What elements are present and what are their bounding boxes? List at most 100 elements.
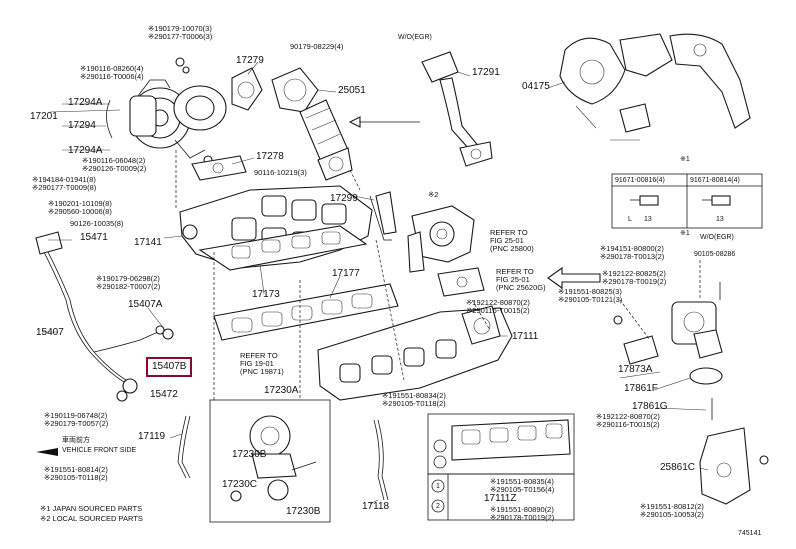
note-90126-10035: 90126-10035(8) [70,219,124,228]
kit-circle-1: 1 [436,483,440,490]
note-90116-06048: ※190116-06048(2) [82,156,146,165]
note-90105-t0118-a: ※290105-T0118(2) [382,399,446,408]
label-25051: 25051 [338,85,366,96]
label-17291: 17291 [472,67,500,78]
refer-19871-line1[interactable]: REFER TO [240,351,278,360]
label-15407a: 15407A [128,299,163,310]
label-17299: 17299 [330,193,358,204]
label-17141: 17141 [134,237,162,248]
label-15471: 15471 [80,232,108,243]
note-90116-t0015-a: ※290116-T0015(2) [466,306,530,315]
bracket-25861c-drawing [699,427,751,505]
refer-25800-line1[interactable]: REFER TO [490,228,528,237]
figure-number: 745141 [738,530,762,537]
table-length-value-1: 13 [644,216,652,223]
gasket-17177-drawing [213,283,399,341]
label-17111z: 17111Z [484,493,517,504]
label-17118: 17118 [362,501,390,512]
note-90178-t0019-b: ※290178-T0019(2) [490,513,555,522]
label-17201: 17201 [30,111,58,122]
vehicle-front-en: VEHICLE FRONT SIDE [62,447,137,454]
note-90178-t0013: ※290178-T0013(2) [600,252,665,261]
note-90179-08229: 90179-08229(4) [290,42,344,51]
note-90105-t0156: ※290105-T0156(4) [490,485,555,494]
label-17111: 17111 [512,331,539,342]
note-90177-t0006: ※290177-T0006(3) [148,32,213,41]
refer-25800-line2[interactable]: FIG 25-01 [490,236,524,245]
refer-25620g-line3[interactable]: (PNC 25620G) [496,283,546,292]
bolt-table-frame [611,173,763,229]
note-90116-t0015-b: ※290116-T0015(2) [596,420,660,429]
note-90105-t0121: ※290105-T0121(3) [558,295,623,304]
actuator-17230-drawing [230,415,317,502]
pipe-17118-drawing [373,419,385,501]
label-17294a-top: 17294A [68,97,103,108]
label-17278: 17278 [256,151,284,162]
label-90105-08286: 90105-08286 [694,251,736,258]
note-91551-80835: ※191551-80835(4) [490,477,554,486]
label-17279: 17279 [236,55,264,66]
refer-19871-line2[interactable]: FIG 19-01 [240,359,274,368]
note-local-x2: ※2 [428,190,439,199]
turbocharger-drawing [106,57,227,165]
label-17230c: 17230C [222,479,258,490]
selected-part-highlight[interactable] [146,357,192,377]
note-90201-10109: ※190201-10109(8) [48,199,112,208]
pipe-17291-drawing [421,51,493,167]
label-wo-egr-top: W/O(EGR) [398,34,432,41]
table-header-91671-00816: 91671-00816(4) [615,177,665,184]
label-17230b-2: 17230B [286,506,321,517]
note-91551-80825: ※191551-80825(3) [558,287,622,296]
note-92122-80825: ※192122-80825(2) [602,269,666,278]
legend-local-sourced: ※2 LOCAL SOURCED PARTS [40,514,143,523]
refer-25620g-line1[interactable]: REFER TO [496,267,534,276]
label-17873a: 17873A [618,364,653,375]
note-91551-80812: ※191551-80812(2) [640,502,704,511]
table-length-value-2: 13 [716,216,724,223]
egr-cooler-drawing [613,282,723,420]
note-90179-06298: ※190179-06298(2) [96,274,160,283]
note-91551-80814: ※191551-80814(2) [44,465,108,474]
note-90126-t0009: ※290126-T0009(2) [82,164,147,173]
note-90105-t0118-b: ※290105-T0118(2) [44,473,108,482]
label-17119: 17119 [138,431,166,442]
oil-pipe-15407-drawing [35,231,174,402]
subfigure-frame [209,399,331,523]
note-90119-06748: ※190119-06748(2) [44,411,108,420]
note-90116-t0006: ※290116-T0006(4) [80,72,144,81]
table-header-91671-80814: 91671-80814(4) [690,177,740,184]
note-91551-80834: ※191551-80834(2) [382,391,446,400]
kit-04175-drawing [559,33,751,141]
note-92122-80870-a: ※192122-80870(2) [466,298,530,307]
note-90179-t0057: ※290179-T0057(2) [44,419,109,428]
table-length-label: L [628,216,632,223]
gasket-17278-drawing [191,155,247,181]
gasket-kit-17111z-frame [427,413,575,521]
note-94184-01941: ※194184-01941(8) [32,175,96,184]
note-91551-80890: ※191551-80890(2) [490,505,554,514]
label-x1-mid: ※1 [680,230,690,237]
note-90177-t0009: ※290177-T0009(8) [32,183,97,192]
label-17177: 17177 [332,268,360,279]
egr-valve-drawing [369,191,485,297]
note-90116-10219: 90116-10219(3) [254,168,307,177]
label-25861c: 25861C [660,462,696,473]
label-17861f: 17861F [624,383,658,394]
refer-25620g-line2[interactable]: FIG 25-01 [496,275,530,284]
label-x1-top: ※1 [680,156,690,163]
label-15407: 15407 [36,327,64,338]
vehicle-front-jp: 車両前方 [62,437,90,444]
label-15472: 15472 [150,389,178,400]
note-90116-08260: ※190116-08260(4) [80,64,144,73]
converter-25051-drawing [271,67,353,181]
label-04175: 04175 [522,81,550,92]
hose-17119-drawing [177,415,187,479]
note-90560-10006: ※290560-10006(8) [48,207,112,216]
refer-25800-line3[interactable]: (PNC 25800) [490,244,534,253]
manifold-17111-drawing [317,305,513,401]
note-90105-10053: ※290105-10053(2) [640,510,704,519]
label-wo-egr-right: W/O(EGR) [700,234,734,241]
refer-19871-line3[interactable]: (PNC 19871) [240,367,284,376]
note-90179-10070: ※190179-10070(3) [148,24,212,33]
